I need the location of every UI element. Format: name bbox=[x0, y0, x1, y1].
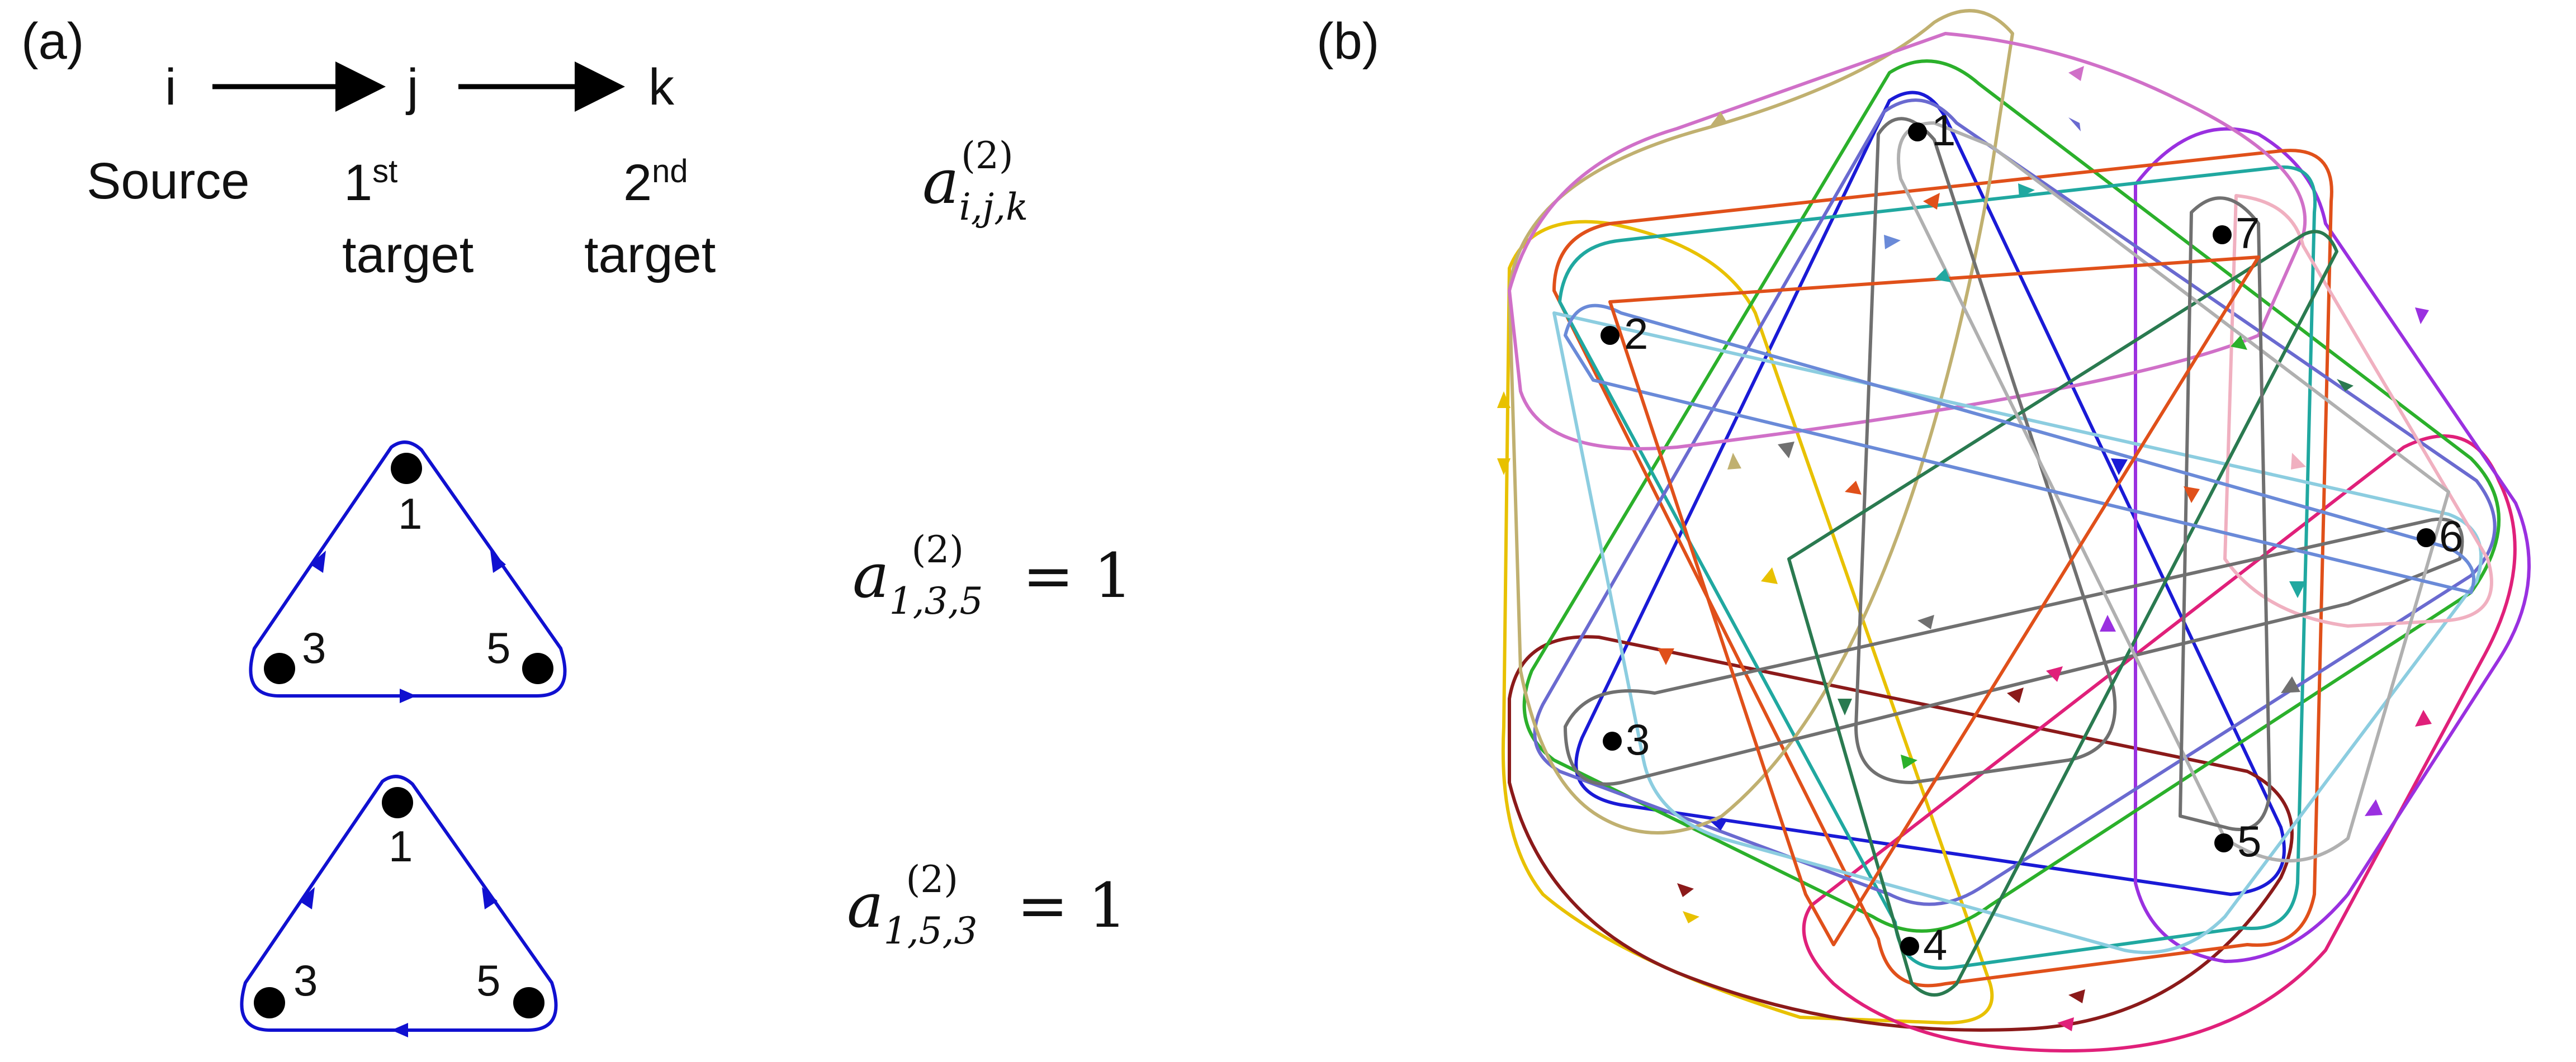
panel-a-label: (a) bbox=[21, 13, 84, 70]
tri2-node-1-label: 1 bbox=[389, 822, 413, 871]
graph-node-7-label: 7 bbox=[2236, 208, 2260, 258]
tri1-arrow-bottom bbox=[400, 689, 416, 703]
graph-node-3-label: 3 bbox=[1626, 715, 1650, 764]
example-2-rhs: = 1 bbox=[1017, 870, 1128, 941]
chain-node-i: i bbox=[165, 59, 177, 116]
loop-1-3-5 bbox=[1574, 91, 2286, 896]
triangle-example-2 bbox=[240, 775, 558, 1037]
notation-superscript: (2) bbox=[961, 134, 1014, 177]
graph-node-5-label: 5 bbox=[2237, 817, 2262, 866]
tri1-node-5 bbox=[522, 653, 553, 684]
second-target-word: target bbox=[584, 226, 716, 283]
tri1-node-3-label: 3 bbox=[302, 623, 326, 672]
loop-green-large bbox=[1522, 59, 2501, 933]
graph-node-4 bbox=[1900, 937, 1919, 956]
loop-orchid bbox=[1508, 32, 2307, 451]
hypergraph-loops bbox=[1501, 9, 2531, 1052]
notation-subscript: i,j,k bbox=[959, 186, 1029, 229]
tri1-node-1 bbox=[391, 453, 422, 484]
example-1-formula: a1,3,5(2) = 1 bbox=[853, 532, 1133, 623]
loop-teal bbox=[1558, 165, 2317, 970]
source-label: Source bbox=[87, 153, 250, 210]
tri2-arrow-right bbox=[482, 887, 498, 909]
example-1-symbol: a bbox=[853, 540, 889, 611]
tri2-node-3-label: 3 bbox=[293, 956, 318, 1005]
loop-3-5-maroon bbox=[1508, 635, 2294, 1032]
loop-slate-blue bbox=[1533, 98, 2497, 906]
tri2-node-5-label: 5 bbox=[476, 956, 501, 1005]
first-ordinal-suffix: st bbox=[372, 153, 398, 189]
graph-node-2 bbox=[1600, 326, 1620, 345]
graph-node-2-label: 2 bbox=[1624, 309, 1649, 358]
example-1-rhs: = 1 bbox=[1022, 540, 1133, 611]
example-1-superscript: (2) bbox=[911, 528, 964, 571]
chain-node-j: j bbox=[407, 59, 419, 116]
tri2-node-5 bbox=[513, 987, 544, 1018]
triangle-example-1 bbox=[249, 440, 567, 703]
example-2-subscript: 1,5,3 bbox=[883, 909, 978, 952]
example-2-superscript: (2) bbox=[906, 858, 959, 901]
tri1-node-5-label: 5 bbox=[486, 623, 511, 672]
second-ordinal-suffix: nd bbox=[652, 153, 688, 189]
tri2-arrow-left bbox=[299, 887, 315, 909]
example-2-symbol: a bbox=[847, 870, 884, 941]
notation-formula: ai,j,k(2) bbox=[922, 138, 1053, 229]
graph-node-5 bbox=[2214, 833, 2233, 852]
loop-7-5-purple bbox=[2134, 127, 2531, 963]
second-target-label: 2nd bbox=[623, 153, 688, 211]
graph-node-7 bbox=[2213, 225, 2232, 244]
loop-sky bbox=[1552, 311, 2483, 954]
tri2-arrow-bottom bbox=[391, 1023, 408, 1037]
tri1-arrow-left bbox=[310, 551, 326, 573]
first-ordinal-number: 1 bbox=[344, 154, 373, 211]
tri1-node-3 bbox=[264, 653, 295, 684]
loop-orange-diag bbox=[1608, 255, 2260, 946]
tri2-node-3 bbox=[254, 987, 285, 1018]
tri1-node-1-label: 1 bbox=[398, 489, 423, 538]
example-2-formula: a1,5,3 (2) = 1 bbox=[847, 861, 1127, 952]
hypergraph-nodes bbox=[1600, 122, 2436, 956]
graph-node-1 bbox=[1908, 122, 1927, 141]
panel-b-label: (b) bbox=[1317, 13, 1380, 70]
graph-node-4-label: 4 bbox=[1923, 920, 1948, 969]
first-target-word: target bbox=[342, 226, 474, 283]
loop-7-gray bbox=[2179, 196, 2271, 831]
graph-node-1-label: 1 bbox=[1931, 106, 1956, 155]
loop-blue-2-6 bbox=[1564, 304, 2475, 594]
graph-node-3 bbox=[1603, 732, 1622, 751]
loop-khaki bbox=[1508, 9, 2014, 835]
second-ordinal-number: 2 bbox=[623, 154, 652, 211]
loop-arrowheads bbox=[1497, 66, 2432, 1031]
graph-node-6-label: 6 bbox=[2439, 511, 2464, 561]
loop-light-gray bbox=[1897, 121, 2450, 862]
chain-node-k: k bbox=[648, 59, 674, 116]
loop-dark-green bbox=[1787, 230, 2338, 997]
notation-symbol: a bbox=[922, 146, 959, 217]
tri2-node-1 bbox=[382, 787, 413, 818]
example-1-subscript: 1,3,5 bbox=[889, 580, 983, 623]
graph-node-6 bbox=[2417, 528, 2436, 547]
loop-gray-1-6-4 bbox=[1854, 117, 2117, 784]
first-target-label: 1st bbox=[344, 153, 398, 211]
tri1-arrow-right bbox=[490, 551, 506, 573]
